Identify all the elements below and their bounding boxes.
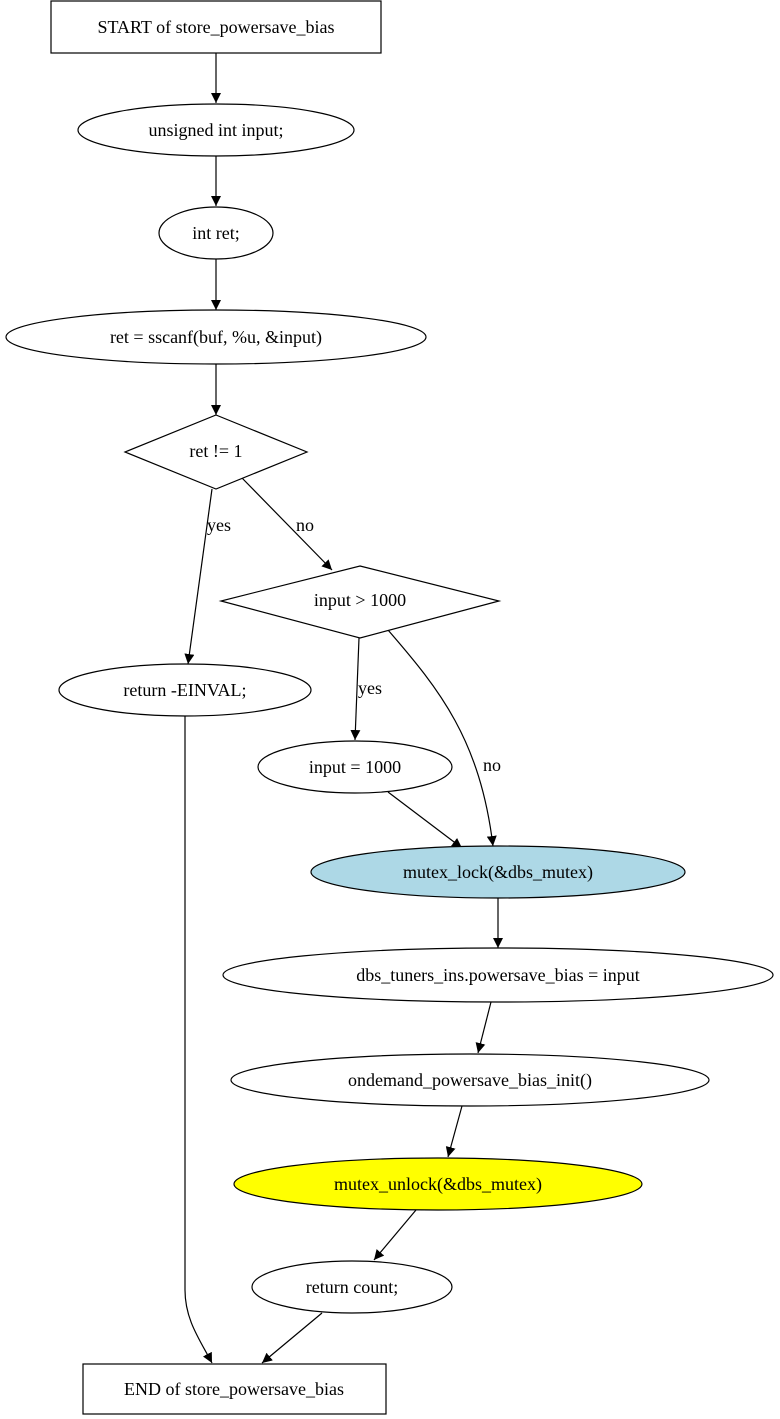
node-clamp-input: input = 1000 bbox=[257, 740, 453, 794]
node-sscanf: ret = sscanf(buf, %u, &input) bbox=[5, 309, 427, 365]
edges bbox=[184, 53, 503, 1364]
node-decl-ret-label: int ret; bbox=[192, 223, 240, 243]
edge-assign-to-bias-init bbox=[475, 1001, 492, 1054]
node-assign-bias-label: dbs_tuners_ins.powersave_bias = input bbox=[356, 965, 640, 985]
node-end-label: END of store_powersave_bias bbox=[124, 1379, 344, 1399]
node-assign-bias: dbs_tuners_ins.powersave_bias = input bbox=[222, 947, 774, 1003]
edge-label-check-input-no: no bbox=[483, 755, 501, 775]
edge-return-einval-to-end bbox=[184, 716, 213, 1364]
edge-label-check-ret-yes: yes bbox=[207, 515, 231, 535]
node-start: START of store_powersave_bias bbox=[50, 0, 382, 54]
edge-label-check-input-yes: yes bbox=[358, 678, 382, 698]
node-check-ret-label: ret != 1 bbox=[189, 441, 242, 461]
node-return-count-label: return count; bbox=[306, 1277, 398, 1297]
node-bias-init: ondemand_powersave_bias_init() bbox=[230, 1053, 710, 1107]
node-clamp-input-label: input = 1000 bbox=[309, 757, 401, 777]
node-bias-init-label: ondemand_powersave_bias_init() bbox=[348, 1070, 592, 1091]
edge-unlock-to-return-count bbox=[373, 1209, 417, 1261]
edge-clamp-to-mutex-lock bbox=[387, 791, 463, 849]
edge-return-count-to-end bbox=[261, 1312, 323, 1364]
node-decl-input-label: unsigned int input; bbox=[149, 120, 284, 140]
node-mutex-unlock: mutex_unlock(&dbs_mutex) bbox=[233, 1157, 643, 1211]
node-sscanf-label: ret = sscanf(buf, %u, &input) bbox=[110, 327, 322, 348]
node-decl-input: unsigned int input; bbox=[77, 103, 355, 157]
node-mutex-lock-label: mutex_lock(&dbs_mutex) bbox=[403, 862, 593, 883]
node-return-einval-label: return -EINVAL; bbox=[123, 680, 246, 700]
node-mutex-unlock-label: mutex_unlock(&dbs_mutex) bbox=[334, 1174, 542, 1195]
node-check-input-label: input > 1000 bbox=[314, 590, 406, 610]
edge-check-input-no bbox=[387, 629, 497, 847]
node-return-count: return count; bbox=[251, 1260, 453, 1314]
node-end: END of store_powersave_bias bbox=[82, 1363, 387, 1415]
node-decl-ret: int ret; bbox=[158, 206, 274, 260]
edge-check-ret-no bbox=[241, 477, 333, 571]
node-mutex-lock: mutex_lock(&dbs_mutex) bbox=[310, 845, 686, 899]
node-start-label: START of store_powersave_bias bbox=[97, 17, 334, 37]
edge-check-ret-yes bbox=[184, 488, 213, 665]
node-check-input: input > 1000 bbox=[218, 565, 502, 639]
edge-bias-init-to-unlock bbox=[445, 1105, 463, 1158]
nodes: START of store_powersave_bias unsigned i… bbox=[5, 0, 774, 1415]
edge-label-check-ret-no: no bbox=[296, 515, 314, 535]
edge-check-input-yes bbox=[350, 637, 361, 741]
node-check-ret: ret != 1 bbox=[123, 414, 309, 490]
node-return-einval: return -EINVAL; bbox=[58, 663, 312, 717]
edge-labels: yes no yes no bbox=[207, 515, 501, 775]
